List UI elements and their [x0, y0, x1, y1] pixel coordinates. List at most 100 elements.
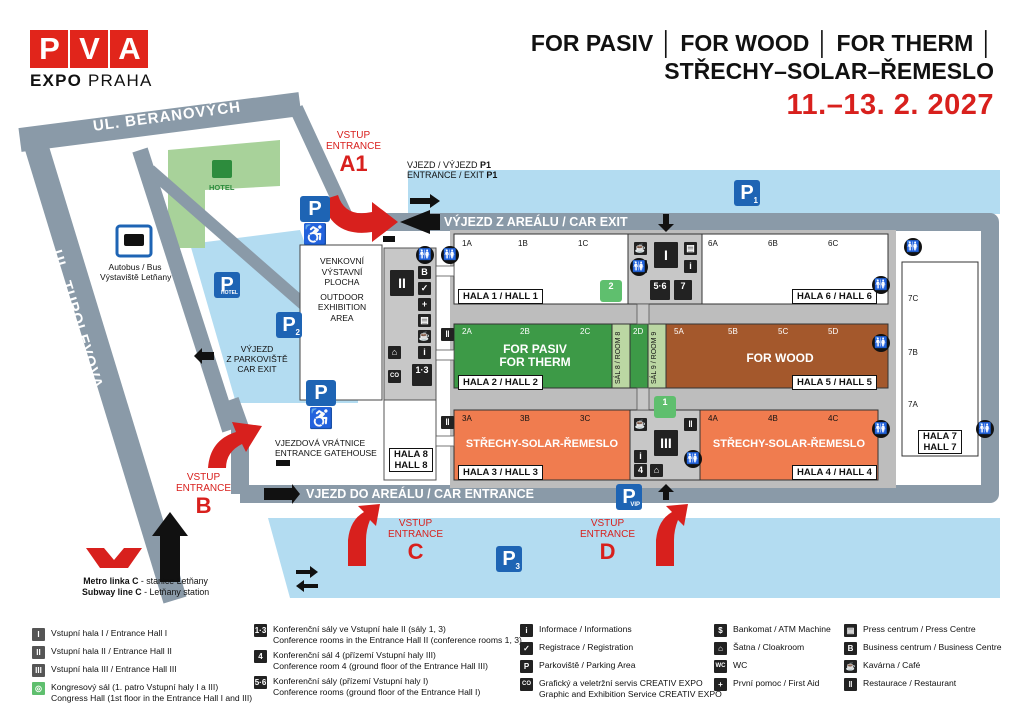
info-icon-hall-iii: i	[634, 450, 647, 463]
hall-1c-code: 1C	[578, 239, 589, 248]
legend-creativ-expo: CO Grafický a veletržní servis CREATIV E…	[520, 678, 722, 699]
cloakroom-icon-hall-iii: ⌂	[650, 464, 663, 477]
conference-rooms-5-6-icon: 5·6	[650, 280, 670, 300]
entrance-b[interactable]: VSTUP ENTRANCE B	[176, 472, 232, 518]
hall-2-label[interactable]: HALA 2 / HALL 2	[458, 375, 543, 390]
logo-letter-p: P	[30, 30, 68, 68]
hall-6-label[interactable]: HALA 6 / HALL 6	[792, 289, 877, 304]
hall-5-name: FOR WOOD	[746, 351, 814, 365]
hall-6b-code: 6B	[768, 239, 778, 248]
arrow-entrance-c	[348, 504, 380, 566]
parking-disabled-p2: P♿	[306, 380, 336, 430]
hall-5b-code: 5B	[728, 327, 738, 336]
wc-icon-hall-7: 🚻	[976, 420, 994, 438]
arrow-entrance-d	[656, 504, 688, 566]
metro-label: Metro linka C - stanice Letňany Subway l…	[82, 576, 210, 597]
business-centre-icon: B	[418, 266, 431, 279]
road-beranovych	[18, 92, 302, 152]
arrow-hall-i-top	[658, 214, 674, 232]
entrance-hall-i-icon: I	[654, 242, 678, 268]
creativ-expo-icon: CO	[388, 370, 401, 383]
hall-7-block	[901, 261, 979, 457]
business-centre-legend-icon: B	[844, 642, 857, 655]
wc-icon-hall-iii: 🚻	[684, 450, 702, 468]
p2-exit-label: VÝJEZD Z PARKOVIŠTĚ CAR EXIT	[226, 344, 288, 374]
arrow-p2-exit	[194, 348, 214, 364]
hall-3a-code: 3A	[462, 414, 472, 423]
atm-legend-icon: $	[714, 624, 727, 637]
room-9-label: SÁL 9 / ROOM 9	[651, 331, 658, 384]
conference-room-7-icon: 7	[674, 280, 692, 300]
legend-entrance-hall-ii: II Vstupní hala II / Entrance Hall II	[32, 646, 172, 659]
connector-hall3	[435, 435, 455, 447]
outdoor-area	[299, 244, 383, 401]
header-dates: 11.–13. 2. 2027	[786, 89, 994, 121]
wc-icon-hall-1: 🚻	[441, 246, 459, 264]
entrance-hall-iii-icon: III	[654, 430, 678, 456]
road-inner-diagonal	[146, 165, 314, 315]
hall-4-label[interactable]: HALA 4 / HALL 4	[792, 465, 877, 480]
hall-7-label[interactable]: HALA 7 HALL 7	[918, 430, 962, 454]
hall-2c-code: 2C	[580, 327, 591, 336]
legend-cloakroom: ⌂ Šatna / Cloakroom	[714, 642, 804, 655]
hall-8-label[interactable]: HALA 8 HALL 8	[389, 448, 433, 472]
header-title-line1: FOR PASIV │ FOR WOOD │ FOR THERM │	[530, 30, 994, 56]
arrow-hall-iii-bottom	[658, 484, 674, 500]
legend-restaurant: ‖ Restaurace / Restaurant	[844, 678, 956, 691]
legend-business-centre: B Business centrum / Business Centre	[844, 642, 1002, 655]
exit-marker	[383, 236, 395, 242]
road-tupolevova	[24, 141, 187, 604]
hall-3-name: STŘECHY-SOLAR-ŘEMESLO	[465, 438, 619, 450]
legend-conf-room-4: 4 Konferenční sál 4 (přízemí Vstupní hal…	[254, 650, 488, 671]
hall-3-label[interactable]: HALA 3 / HALL 3	[458, 465, 543, 480]
cloakroom-icon: ⌂	[388, 346, 401, 359]
wc-icon-hall-i: 🚻	[630, 258, 648, 276]
cafe-icon-hall-iii: ☕	[634, 418, 647, 431]
parking-p3-area	[268, 518, 1000, 598]
hall-7c-code: 7C	[908, 294, 919, 303]
bus-line2: Výstaviště Letňany	[100, 272, 172, 282]
registration-legend-icon: ✓	[520, 642, 533, 655]
hall-7a-code: 7A	[908, 400, 918, 409]
logo-letter-v: V	[70, 30, 108, 68]
hall-4-name: STŘECHY-SOLAR-ŘEMESLO	[712, 438, 866, 450]
road-car-exit-label: VÝJEZD Z AREÁLU / CAR EXIT	[444, 215, 628, 229]
metro-logo-shape	[86, 548, 142, 568]
cafe-legend-icon: ☕	[844, 660, 857, 673]
legend-info: i Informace / Informations	[520, 624, 632, 637]
gatehouse-marker	[276, 460, 290, 466]
header-title-line2: STŘECHY–SOLAR–ŘEMESLO	[664, 58, 994, 84]
entrance-c[interactable]: VSTUP ENTRANCE C	[388, 518, 444, 564]
parking-disabled-a1: P♿	[300, 196, 330, 246]
gatehouse-label: VJEZDOVÁ VRÁTNICE ENTRANCE GATEHOUSE	[275, 438, 377, 458]
legend-parking: P Parkoviště / Parking Area	[520, 660, 636, 673]
cafe-icon-hall-i: ☕	[634, 242, 647, 255]
gatehouse-area	[260, 430, 384, 485]
entrance-a1[interactable]: VSTUP ENTRANCE A1	[326, 130, 382, 176]
connector-vertical-top	[636, 303, 650, 325]
arrow-entrance-b	[208, 422, 262, 468]
legend-conf-rooms-5-6: 5·6 Konferenční sály (přízemí Vstupní ha…	[254, 676, 481, 697]
hotel-label: HOTEL	[209, 183, 235, 192]
info-icon-hall-i: i	[684, 260, 697, 273]
hotel-area	[168, 140, 280, 248]
legend-press-centre: ▤ Press centrum / Press Centre	[844, 624, 976, 637]
logo-sub-expo: EXPO	[30, 71, 83, 90]
parking-p1-area	[408, 170, 1000, 214]
legend-entrance-hall-iii: III Vstupní hala III / Entrance Hall III	[32, 664, 177, 677]
road-inner-left	[132, 147, 238, 433]
legend-atm: $ Bankomat / ATM Machine	[714, 624, 831, 637]
restaurant-icon-hall-2: ‖	[441, 328, 454, 341]
arrow-p1-right	[410, 194, 440, 208]
hall-1b-code: 1B	[518, 239, 528, 248]
hall-4c-code: 4C	[828, 414, 839, 423]
entrance-d[interactable]: VSTUP ENTRANCE D	[580, 518, 636, 564]
hall-1-label[interactable]: HALA 1 / HALL 1	[458, 289, 543, 304]
logo-letter-a: A	[110, 30, 148, 68]
hall-5-label[interactable]: HALA 5 / HALL 5	[792, 375, 877, 390]
hall-5d-code: 5D	[828, 327, 839, 336]
hall-3b-code: 3B	[520, 414, 530, 423]
legend-first-aid: + První pomoc / First Aid	[714, 678, 819, 691]
